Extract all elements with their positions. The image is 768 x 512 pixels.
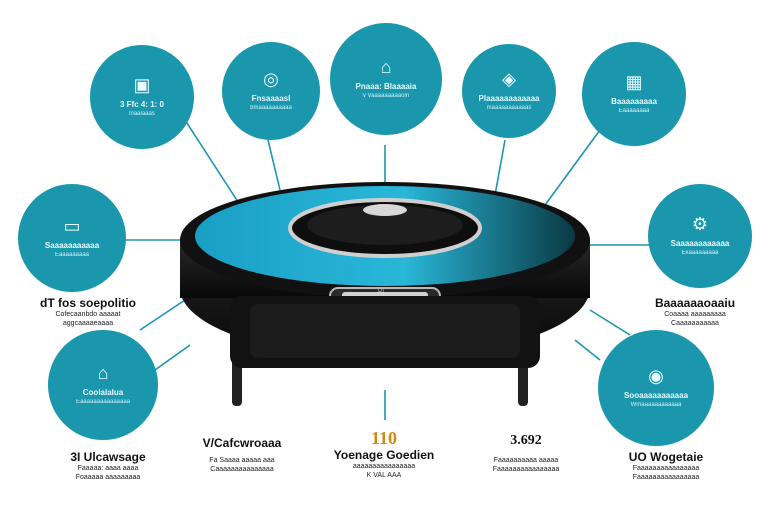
label-bottom-2: V/Cafcwroaaa Fa Saaaa aaaaa aaa Caaaaaaa… xyxy=(202,436,282,473)
feature-bubble-screen: ▭ Saaaaaaaaaaa Eaaaaaaaaa xyxy=(18,184,126,292)
feature-bubble-location: ◈ Plaaaaaaaaaaaa maaaaaaaaaaas xyxy=(462,44,556,138)
feature-bubble-map: ▦ Baaaaaaaaa Eaaaaaaaa xyxy=(582,42,686,146)
location-icon: ◈ xyxy=(502,69,516,89)
feature-bubble-house: ⌂ Coolalalua Eaaaaaaaaaaaaaaa xyxy=(48,330,158,440)
feature-bubble-remote: ⌂ Pnaaa: Blaaaaia v Vaaaaaaaaaoln xyxy=(330,23,442,135)
robot-arm-icon: ⚙ xyxy=(691,214,709,234)
feature-bubble-robot-arm: ⚙ Saaaaaaaaaaaa Ekaaaaaaaaa xyxy=(648,184,752,288)
label-left-mid: dT fos soepolitio Cofecaanbdo aaaaat agg… xyxy=(40,296,136,327)
screen-icon: ▭ xyxy=(63,216,81,236)
label-bottom-4: 3.692 Faaaaaaaaaa aaaaa Faaaaaaaaaaaaaaa… xyxy=(492,433,560,473)
feature-bubble-camera: ◉ Sooaaaaaaaaaaa Wmaaaaaaaaaaaa xyxy=(598,330,714,446)
robot-badge: DI xyxy=(378,288,384,294)
robot-vacuum xyxy=(180,182,590,406)
feature-bubble-dial: ◎ Fnsaaaasl bmaaaaaaaaaa xyxy=(222,42,320,140)
dock-icon: ▣ xyxy=(133,75,151,95)
camera-icon: ◉ xyxy=(648,366,664,386)
map-icon: ▦ xyxy=(625,72,643,92)
remote-icon: ⌂ xyxy=(380,57,392,77)
label-right-mid: Baaaaaaoaaiu Coaaaa aaaaaaaaa Caaaaaaaaa… xyxy=(654,296,736,327)
feature-bubble-dock: ▣ 3 Ffc 4: 1: 0 lnaalaaas xyxy=(90,45,194,149)
label-bottom-left: 3I Ulcawsage Faaaaa: aaaa aaaa Foaaaaa a… xyxy=(70,450,146,481)
label-bottom-right: UO Wogetaie Faaaaaaaaaaaaaaaa Faaaaaaaaa… xyxy=(628,450,704,481)
dial-icon: ◎ xyxy=(263,69,279,89)
house-icon: ⌂ xyxy=(97,363,109,383)
label-bottom-center: 110 Yoenage Goedien aaaaaaaaaaaaaaaa K V… xyxy=(333,428,435,479)
